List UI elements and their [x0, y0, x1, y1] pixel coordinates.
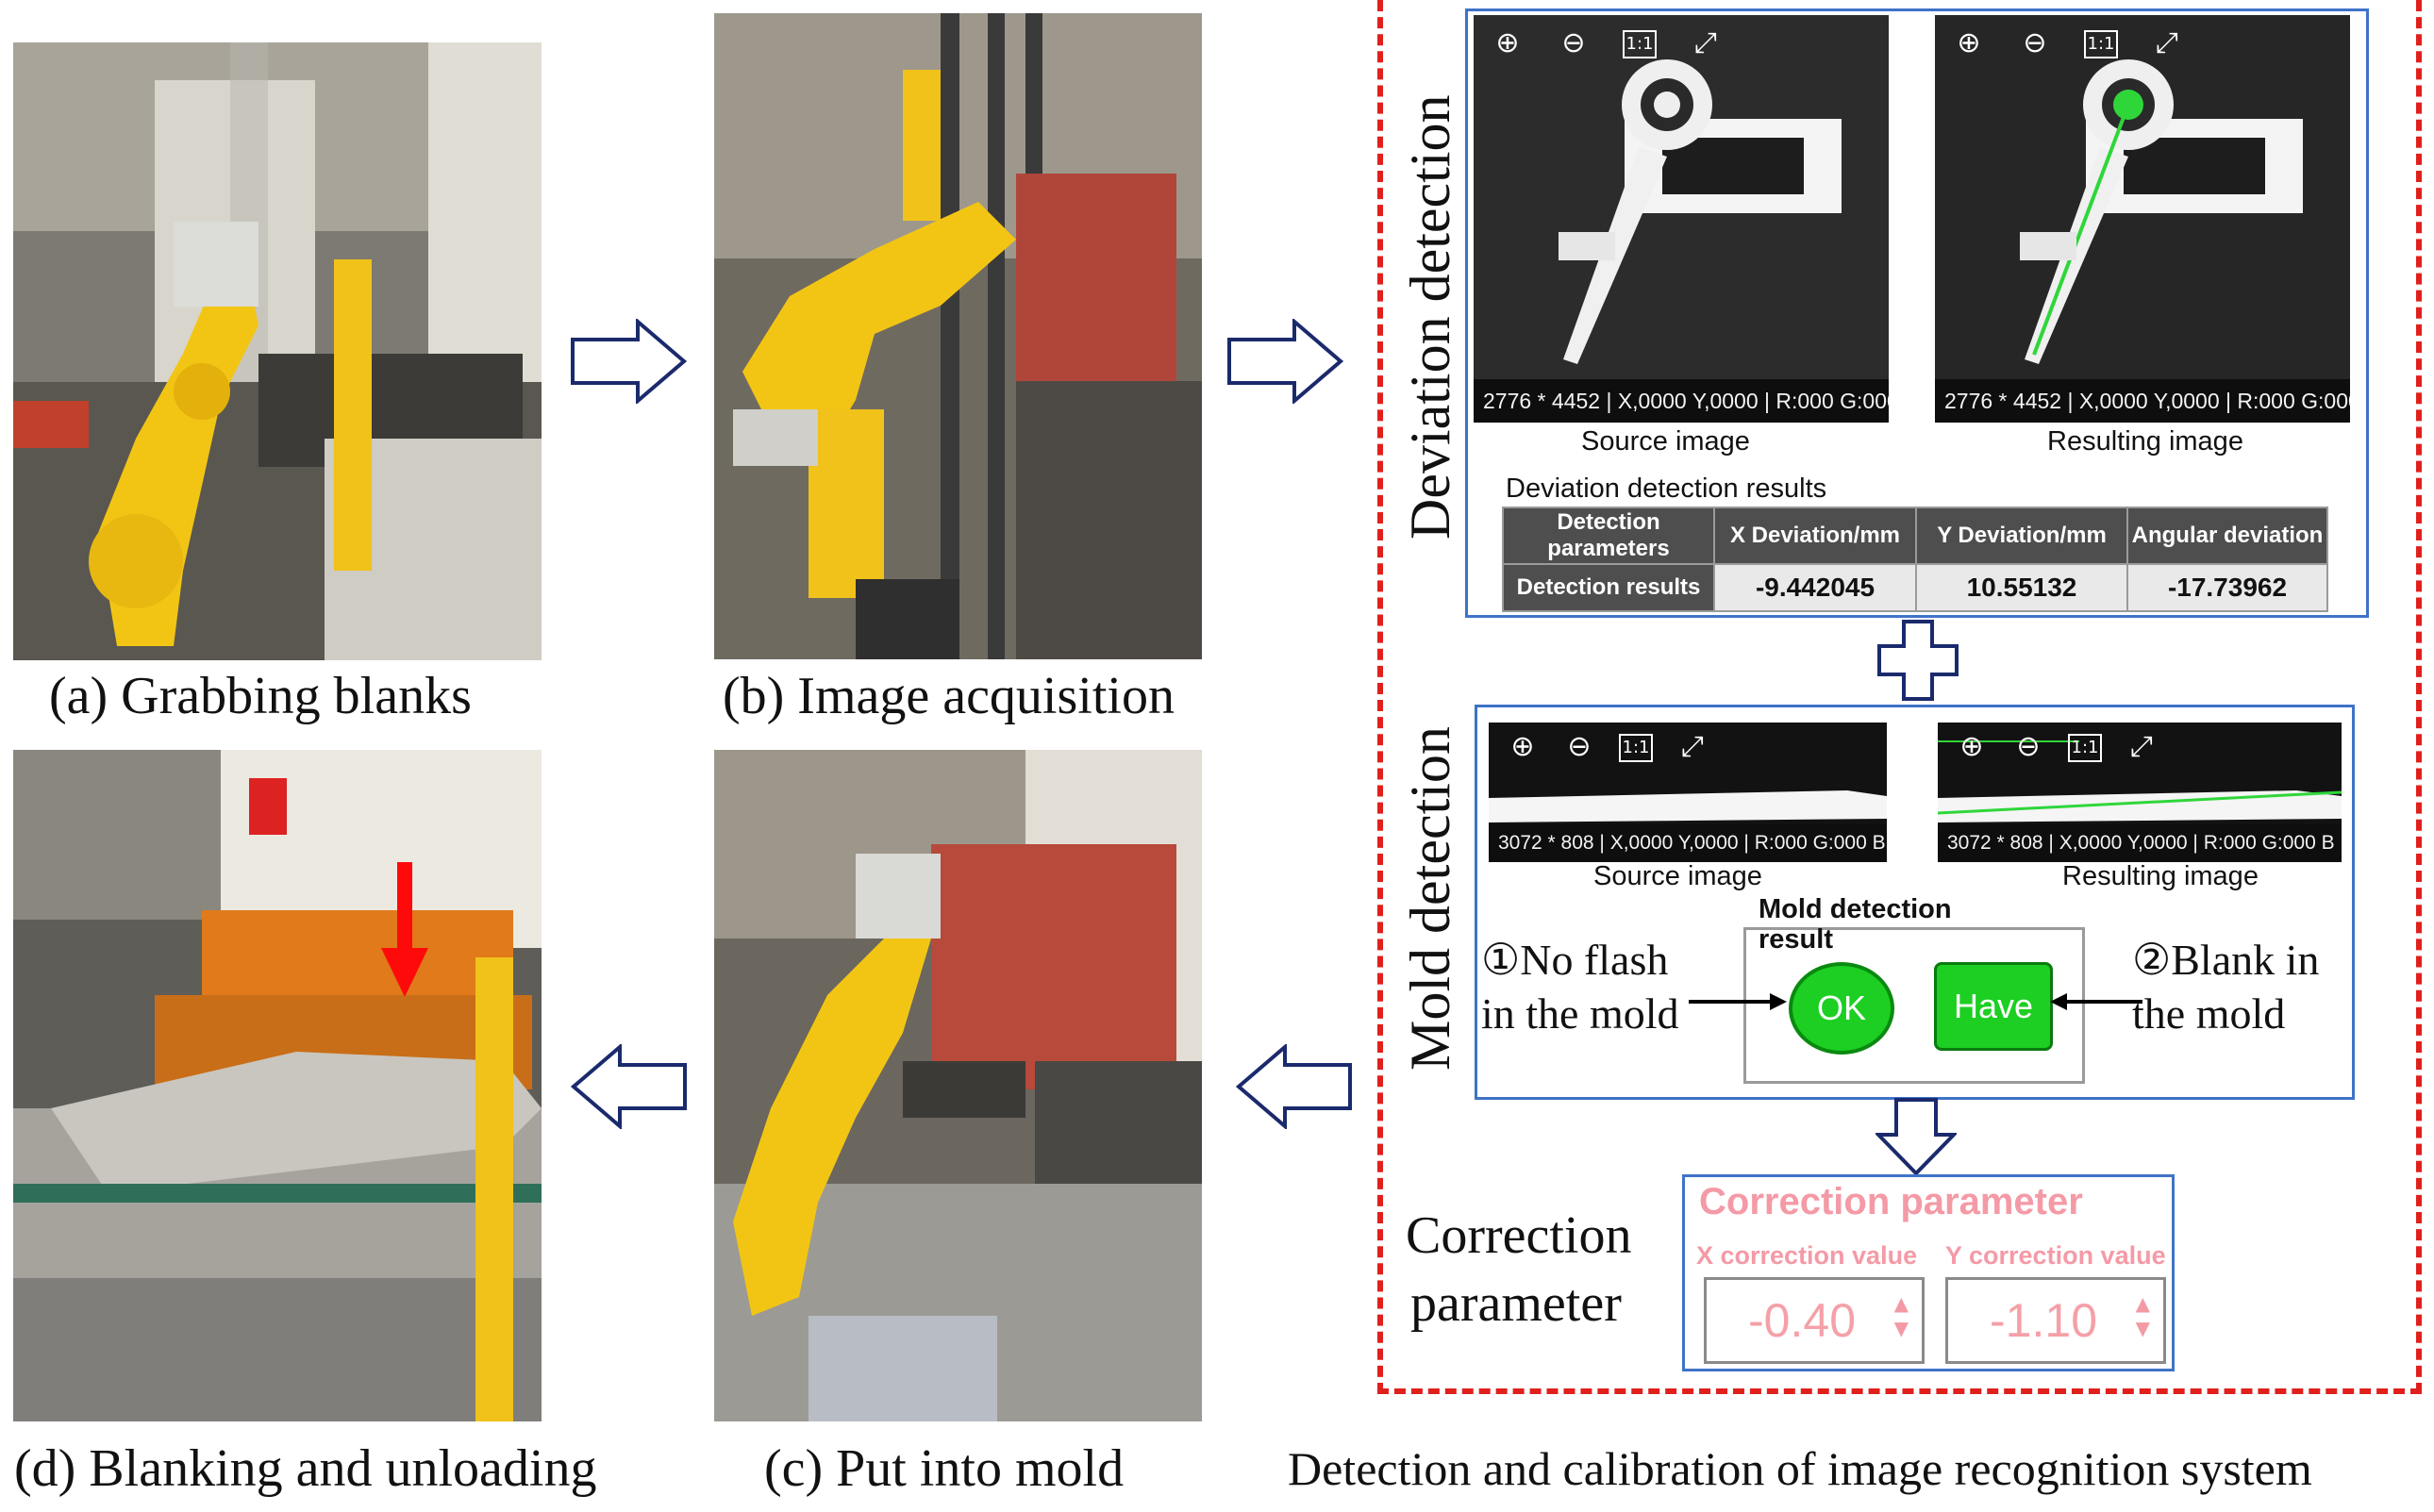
- correction-panel: Correction parameter X correction value …: [1682, 1174, 2175, 1371]
- deviation-result-label: Resulting image: [2047, 426, 2243, 457]
- zoom-out-icon[interactable]: ⊖: [1567, 730, 1592, 763]
- caption-d: (d) Blanking and unloading: [14, 1439, 597, 1498]
- deviation-results-table: Detection parameters X Deviation/mm Y De…: [1502, 507, 2328, 612]
- deviation-source-toolbar: ⊕ ⊖ 1:1 ⤢: [1491, 26, 1723, 60]
- table-header: Detection parameters: [1502, 507, 1715, 565]
- table-header: X Deviation/mm: [1713, 507, 1917, 565]
- y-correction-input[interactable]: -1.10 ▲▼: [1945, 1277, 2166, 1364]
- table-header: Y Deviation/mm: [1915, 507, 2128, 565]
- zoom-in-icon[interactable]: ⊕: [1510, 730, 1535, 763]
- mold-source-status: 3072 * 808 | X,0000 Y,0000 | R:000 G:000…: [1489, 824, 1887, 862]
- pointer-arrow-left: [1689, 990, 1789, 1018]
- table-cell: -17.73962: [2126, 563, 2328, 612]
- plus-connector-icon: [1876, 618, 1960, 707]
- mold-result-title-1: Mold detection: [1759, 894, 1952, 924]
- mold-section-title: Mold detection: [1399, 726, 1461, 1071]
- have-indicator: Have: [1934, 962, 2053, 1051]
- mold-note-left-1: ①No flash: [1481, 936, 1669, 984]
- zoom-in-icon[interactable]: ⊕: [1495, 26, 1520, 59]
- fit-window-icon[interactable]: ⤢: [2130, 730, 2153, 763]
- photo-image-acquisition: [714, 13, 1202, 659]
- flow-arrow-c-to-d: [571, 1044, 688, 1129]
- correction-side-label-1: Correction: [1406, 1206, 1632, 1265]
- deviation-detection-panel: ⊕ ⊖ 1:1 ⤢ 2776 * 4452 | X,0000 Y,0000 | …: [1465, 8, 2369, 618]
- table-cell: -9.442045: [1713, 563, 1917, 612]
- stepper-arrows-icon[interactable]: ▲▼: [2135, 1292, 2150, 1339]
- caption-b: (b) Image acquisition: [723, 667, 1175, 725]
- caption-c: (c) Put into mold: [764, 1439, 1125, 1498]
- mold-source-image: ⊕ ⊖ 1:1 ⤢ 3072 * 808 | X,0000 Y,0000 | R…: [1489, 723, 1887, 862]
- mold-result-status: 3072 * 808 | X,0000 Y,0000 | R:000 G:000…: [1938, 824, 2342, 862]
- actual-size-icon[interactable]: 1:1: [1623, 30, 1657, 58]
- flow-arrow-b-to-detection: [1226, 319, 1343, 404]
- x-correction-input[interactable]: -0.40 ▲▼: [1704, 1277, 1925, 1364]
- mold-result-image: ⊕ ⊖ 1:1 ⤢ 3072 * 808 | X,0000 Y,0000 | R…: [1938, 723, 2342, 862]
- deviation-results-title: Deviation detection results: [1506, 474, 1827, 504]
- pointer-arrow-right: [2048, 990, 2142, 1018]
- table-header: Angular deviation: [2126, 507, 2328, 565]
- mold-result-title-2: result: [1759, 924, 1833, 955]
- photo-put-into-mold: [714, 750, 1202, 1421]
- mold-source-toolbar: ⊕ ⊖ 1:1 ⤢: [1506, 730, 1709, 764]
- zoom-in-icon[interactable]: ⊕: [1957, 26, 1981, 59]
- deviation-result-status: 2776 * 4452 | X,0000 Y,0000 | R:000 G:00…: [1935, 379, 2350, 423]
- actual-size-icon[interactable]: 1:1: [1619, 734, 1653, 762]
- correction-y-label: Y correction value: [1945, 1241, 2166, 1270]
- photo-blanking-unloading: [13, 750, 542, 1421]
- deviation-result-toolbar: ⊕ ⊖ 1:1 ⤢: [1952, 26, 2184, 60]
- deviation-source-image: ⊕ ⊖ 1:1 ⤢ 2776 * 4452 | X,0000 Y,0000 | …: [1474, 15, 1889, 423]
- deviation-section-title: Deviation detection: [1399, 94, 1461, 540]
- correction-title: Correction parameter: [1699, 1181, 2083, 1222]
- caption-a: (a) Grabbing blanks: [49, 667, 472, 725]
- table-cell: Detection results: [1502, 563, 1715, 612]
- x-correction-value: -0.40: [1748, 1294, 1856, 1347]
- correction-side-label-2: parameter: [1410, 1274, 1622, 1333]
- deviation-source-label: Source image: [1581, 426, 1750, 457]
- mold-detection-panel: ⊕ ⊖ 1:1 ⤢ 3072 * 808 | X,0000 Y,0000 | R…: [1475, 705, 2355, 1100]
- flow-arrow-mold-to-correction: [1876, 1097, 1957, 1176]
- table-cell: 10.55132: [1915, 563, 2128, 612]
- y-correction-value: -1.10: [1990, 1294, 2097, 1347]
- flow-arrow-detection-to-c: [1236, 1044, 1353, 1129]
- zoom-out-icon[interactable]: ⊖: [1561, 26, 1586, 59]
- stepper-arrows-icon[interactable]: ▲▼: [1893, 1292, 1909, 1339]
- fit-window-icon[interactable]: ⤢: [2156, 26, 2178, 59]
- flow-arrow-a-to-b: [570, 319, 687, 404]
- mold-note-right-2: the mold: [2132, 989, 2286, 1038]
- fit-window-icon[interactable]: ⤢: [1681, 730, 1704, 763]
- caption-system: Detection and calibration of image recog…: [1288, 1442, 2312, 1495]
- mold-note-left-2: in the mold: [1481, 989, 1679, 1038]
- fit-window-icon[interactable]: ⤢: [1694, 26, 1717, 59]
- mold-source-label: Source image: [1593, 861, 1762, 891]
- actual-size-icon[interactable]: 1:1: [2068, 734, 2102, 762]
- mold-note-right-1: ②Blank in: [2132, 936, 2320, 984]
- deviation-result-image: ⊕ ⊖ 1:1 ⤢ 2776 * 4452 | X,0000 Y,0000 | …: [1935, 15, 2350, 423]
- mold-result-toolbar: ⊕ ⊖ 1:1 ⤢: [1955, 730, 2159, 764]
- zoom-out-icon[interactable]: ⊖: [2023, 26, 2047, 59]
- ok-indicator: OK: [1789, 962, 1894, 1055]
- photo-grabbing-blanks: [13, 42, 542, 660]
- zoom-out-icon[interactable]: ⊖: [2016, 730, 2041, 763]
- zoom-in-icon[interactable]: ⊕: [1959, 730, 1984, 763]
- correction-x-label: X correction value: [1696, 1241, 1918, 1270]
- detection-system-frame: [1377, 0, 2422, 1394]
- mold-result-label: Resulting image: [2062, 861, 2259, 891]
- actual-size-icon[interactable]: 1:1: [2084, 30, 2118, 58]
- deviation-source-status: 2776 * 4452 | X,0000 Y,0000 | R:000 G:00…: [1474, 379, 1889, 423]
